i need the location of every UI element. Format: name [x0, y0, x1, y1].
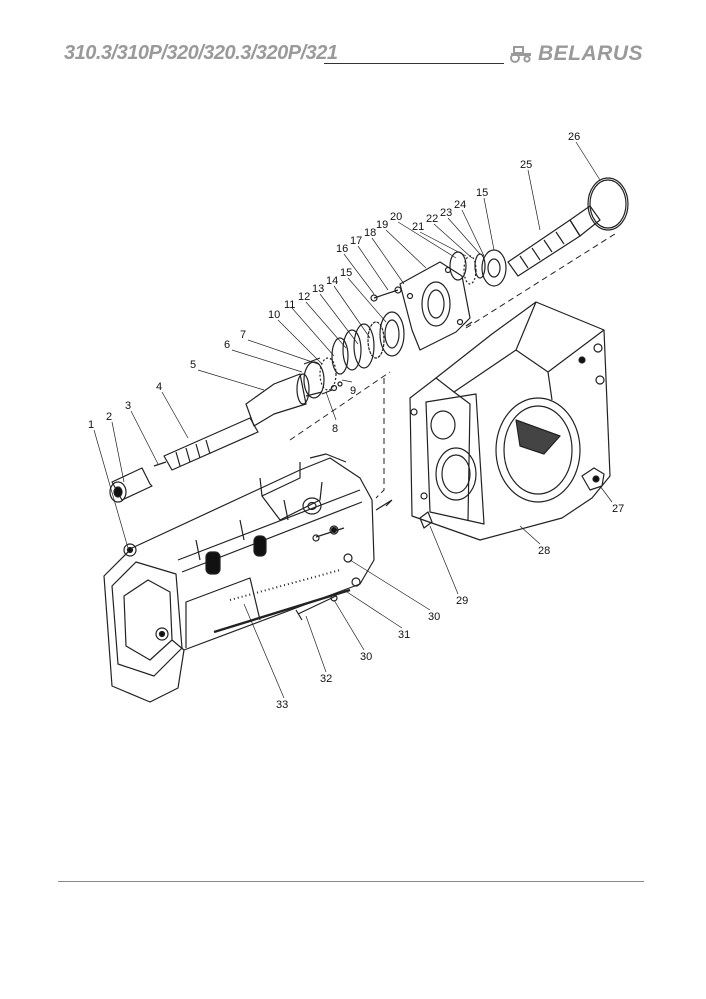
callout-13: 13: [312, 283, 324, 295]
header-rule: [324, 63, 504, 64]
bolts-part: [295, 526, 345, 621]
callout-26: 26: [568, 131, 580, 143]
callout-24: 24: [454, 199, 466, 211]
callout-6: 6: [224, 339, 230, 351]
callout-2: 2: [106, 411, 112, 423]
drain-plug-part: [581, 467, 605, 491]
callout-11: 11: [284, 299, 295, 311]
callout-15-inner: 15: [340, 267, 352, 279]
callout-23: 23: [440, 207, 452, 219]
output-shaft-part: [507, 177, 629, 277]
tractor-icon: [510, 46, 531, 63]
callout-22: 22: [426, 213, 438, 225]
callout-33: 33: [276, 699, 288, 711]
callout-numbers: 1 2 3 4 5 6 7 8 9 10 11 12 13 14 15 16 1…: [88, 131, 624, 711]
callout-30-upper: 30: [428, 611, 440, 623]
callout-7: 7: [240, 329, 246, 341]
dowel-pin-part: [419, 511, 433, 529]
callout-28: 28: [538, 545, 550, 557]
callout-32: 32: [320, 673, 332, 685]
callout-3: 3: [125, 400, 131, 412]
callout-19: 19: [376, 219, 388, 231]
housing-part: [103, 453, 375, 703]
callout-25: 25: [520, 159, 532, 171]
model-title: 310.3/310P/320/320.3/320P/321: [64, 42, 338, 64]
callout-16: 16: [336, 243, 348, 255]
callout-27: 27: [612, 503, 624, 515]
assembly-arrows: [375, 321, 473, 511]
callout-17: 17: [350, 235, 362, 247]
callout-18: 18: [364, 227, 376, 239]
callout-30-lower: 30: [360, 651, 372, 663]
cover-assembly-part: [370, 249, 507, 351]
callout-14: 14: [326, 275, 338, 287]
rear-housing-part: [409, 301, 611, 541]
footer-rule: [58, 881, 644, 882]
callout-15-outer: 15: [476, 187, 488, 199]
callout-21: 21: [412, 221, 424, 233]
shaft-assembly-part: [109, 311, 405, 503]
assembly-guides: [289, 231, 619, 499]
callout-5: 5: [190, 359, 196, 371]
callout-31: 31: [398, 629, 410, 641]
leader-lines: [93, 141, 613, 699]
callout-10: 10: [268, 309, 280, 321]
brand-name: BELARUS: [538, 42, 644, 65]
callout-9: 9: [350, 385, 356, 397]
callout-8: 8: [332, 423, 338, 435]
callout-1: 1: [88, 419, 94, 431]
callout-4: 4: [156, 381, 162, 393]
callout-20: 20: [390, 211, 402, 223]
brand-logo: BELARUS: [508, 42, 643, 66]
callout-29: 29: [456, 595, 468, 607]
callout-12: 12: [298, 291, 310, 303]
